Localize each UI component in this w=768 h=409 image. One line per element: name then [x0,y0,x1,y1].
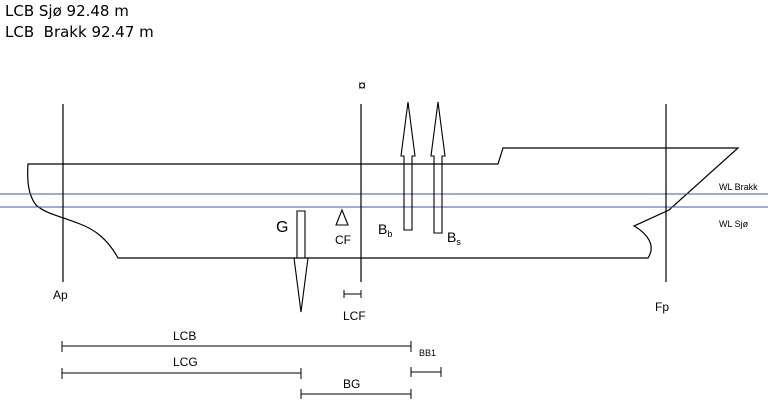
cf-label: CF [335,233,351,247]
midship-symbol: ¤ [358,77,366,93]
bg-label: BG [343,377,360,391]
buoyancy-arrow-sjo [430,101,446,234]
gravity-arrow [293,210,309,313]
lcf-label: LCF [343,309,366,323]
center-of-flotation-symbol [335,208,349,226]
hull-outline [27,147,740,259]
lcb-brakk-text: LCB Brakk 92.47 m [5,23,154,41]
b-sjo-label: Bs [447,229,461,247]
ap-label: Ap [53,288,68,302]
wl-brakk-label: WL Brakk [719,182,758,192]
fp-label: Fp [655,300,669,314]
buoyancy-arrow-brakk [400,101,416,231]
wl-sjo-label: WL Sjø [719,219,749,229]
b-brakk-label: Bb [378,221,392,239]
g-label: G [276,219,288,236]
lcg-label: LCG [173,355,198,369]
lcb-sjo-text: LCB Sjø 92.48 m [5,2,129,20]
bb1-label: BB1 [419,348,436,358]
lcb-label: LCB [173,329,196,343]
